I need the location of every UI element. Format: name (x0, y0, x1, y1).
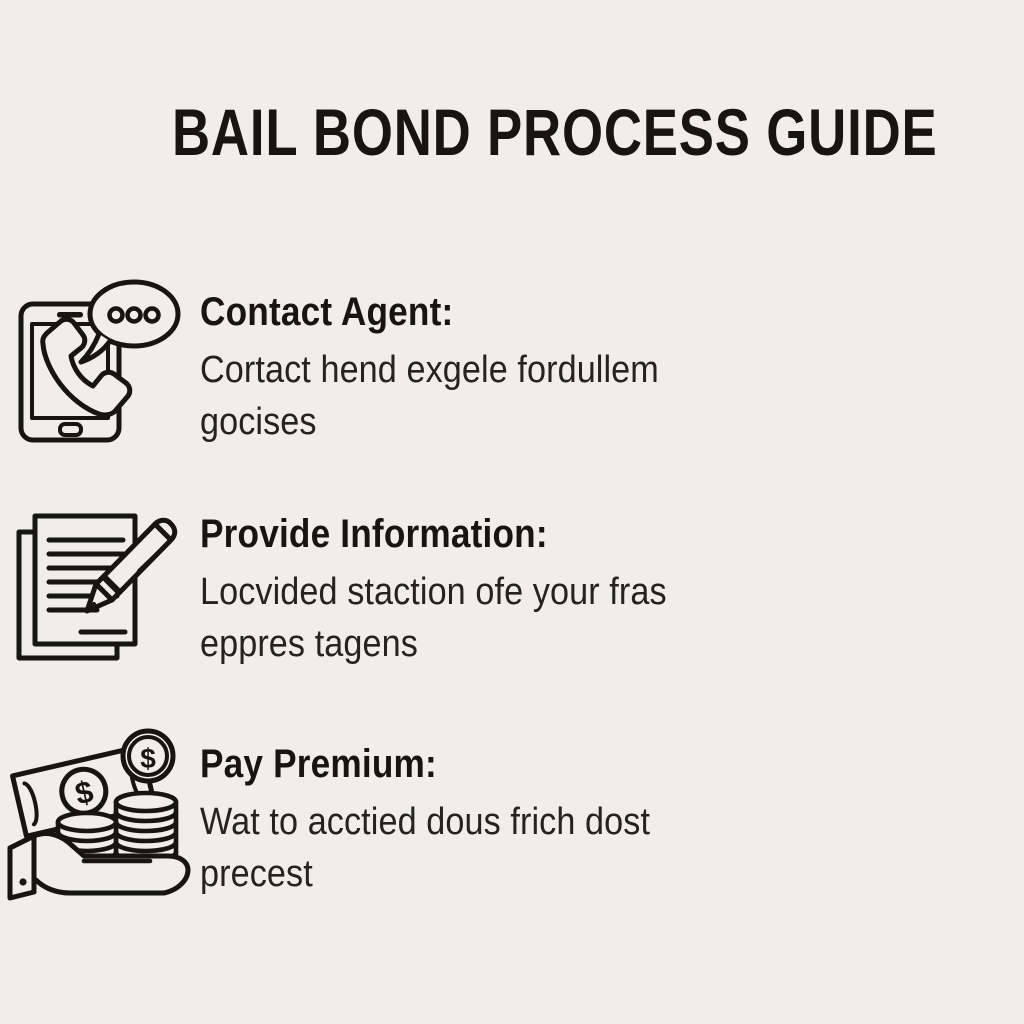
step-text-2: Provide Information: Locvided staction o… (200, 490, 800, 670)
page-title: BAIL BOND PROCESS GUIDE (172, 95, 938, 169)
step-body: Locvided staction ofe your fras eppres t… (200, 571, 667, 665)
step-text-1: Contact Agent: Cortact hend exgele fordu… (200, 268, 800, 448)
step-body: Wat to acctied dous frich dost precest (200, 801, 651, 895)
svg-text:$: $ (140, 743, 156, 774)
phone-chat-icon (18, 279, 181, 443)
steps-list: Contact Agent: Cortact hend exgele fordu… (0, 268, 1024, 932)
step-heading: Pay Premium: (200, 742, 437, 786)
hand-money-icon: $ $ (7, 728, 191, 901)
step-body: Cortact hend exgele fordullem gocises (200, 349, 659, 443)
list-item: Provide Information: Locvided staction o… (0, 490, 1024, 702)
step-icon-1 (0, 268, 200, 443)
step-heading: Contact Agent: (200, 290, 454, 334)
step-text-3: Pay Premium: Wat to acctied dous frich d… (200, 720, 800, 900)
document-pen-icon (16, 513, 177, 661)
step-heading: Provide Information: (200, 512, 548, 556)
step-icon-2 (0, 490, 200, 665)
step-icon-3: $ $ (0, 720, 200, 901)
list-item: Contact Agent: Cortact hend exgele fordu… (0, 268, 1024, 480)
list-item: $ $ (0, 720, 1024, 932)
